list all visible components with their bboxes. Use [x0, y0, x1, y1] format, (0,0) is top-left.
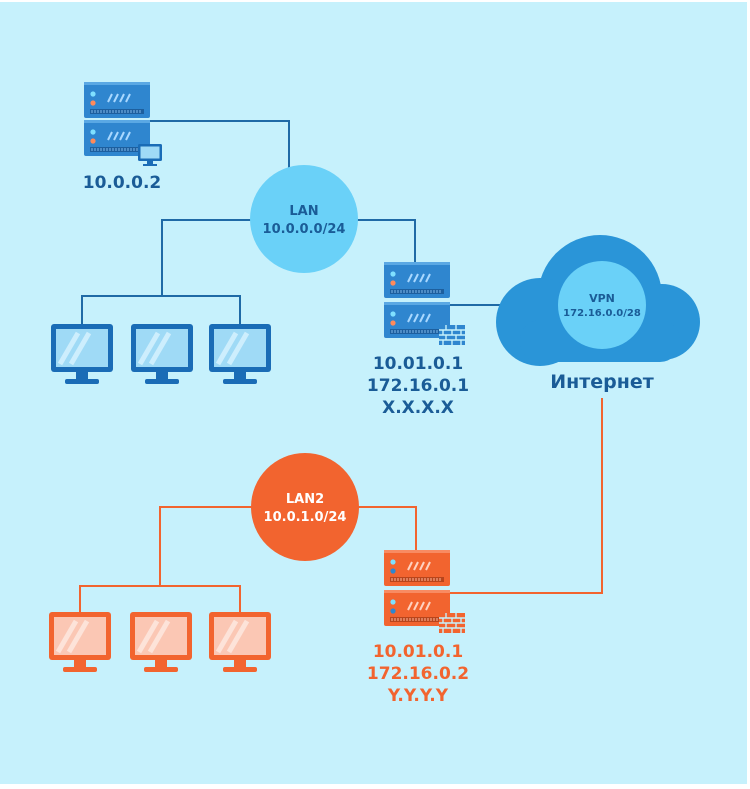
firewall-icon: [438, 324, 466, 346]
top-server: 10.0.0.2: [83, 81, 162, 193]
gateway-blue-line-2: 172.16.0.1: [367, 376, 469, 396]
top-server-ip: 10.0.0.2: [83, 173, 162, 193]
lan-monitors: [51, 324, 271, 384]
gateway-blue-line-1: 10.01.0.1: [373, 354, 463, 374]
internet-cloud: VPN 172.16.0.0/28 Интернет: [496, 235, 700, 393]
lan2-subnet: 10.0.1.0/24: [264, 510, 347, 525]
link-lan-left-bus: [161, 219, 252, 296]
internet-label: Интернет: [550, 371, 654, 393]
lan2-circle: [251, 453, 359, 561]
lan2-monitors: [49, 612, 271, 672]
lan-subnet: 10.0.0.0/24: [263, 222, 346, 237]
monitor-icon: [138, 144, 162, 166]
gateway-orange-line-2: 172.16.0.2: [367, 664, 469, 684]
vpn-title: VPN: [589, 292, 615, 305]
gateway-blue-line-3: X.X.X.X: [382, 398, 454, 418]
lan2-node: LAN2 10.0.1.0/24: [251, 453, 359, 561]
gateway-orange: 10.01.0.1 172.16.0.2 Y.Y.Y.Y: [367, 549, 469, 706]
gateway-orange-line-1: 10.01.0.1: [373, 642, 463, 662]
link-gateway-internet: [450, 398, 603, 594]
lan-title: LAN: [289, 204, 318, 219]
server-icon: [383, 549, 451, 587]
link-monitors-bus: [81, 295, 241, 324]
vpn-subnet: 172.16.0.0/28: [563, 308, 641, 319]
firewall-icon: [438, 612, 466, 634]
lan2-title: LAN2: [286, 492, 324, 507]
link-lan-gateway: [354, 219, 416, 262]
lan-circle: [250, 165, 358, 273]
link-lan2-left-bus: [159, 506, 252, 586]
server-icon: [83, 81, 151, 119]
link-top-server-lan: [150, 120, 290, 170]
lan-node: LAN 10.0.0.0/24: [250, 165, 358, 273]
gateway-orange-line-3: Y.Y.Y.Y: [387, 686, 449, 706]
link-lan2-gateway: [358, 506, 417, 550]
vpn-circle: [558, 261, 646, 349]
link-lan2-monitors-bus: [79, 585, 241, 612]
lan-links: [81, 120, 560, 324]
gateway-blue: 10.01.0.1 172.16.0.1 X.X.X.X: [367, 261, 469, 418]
server-icon: [383, 261, 451, 299]
